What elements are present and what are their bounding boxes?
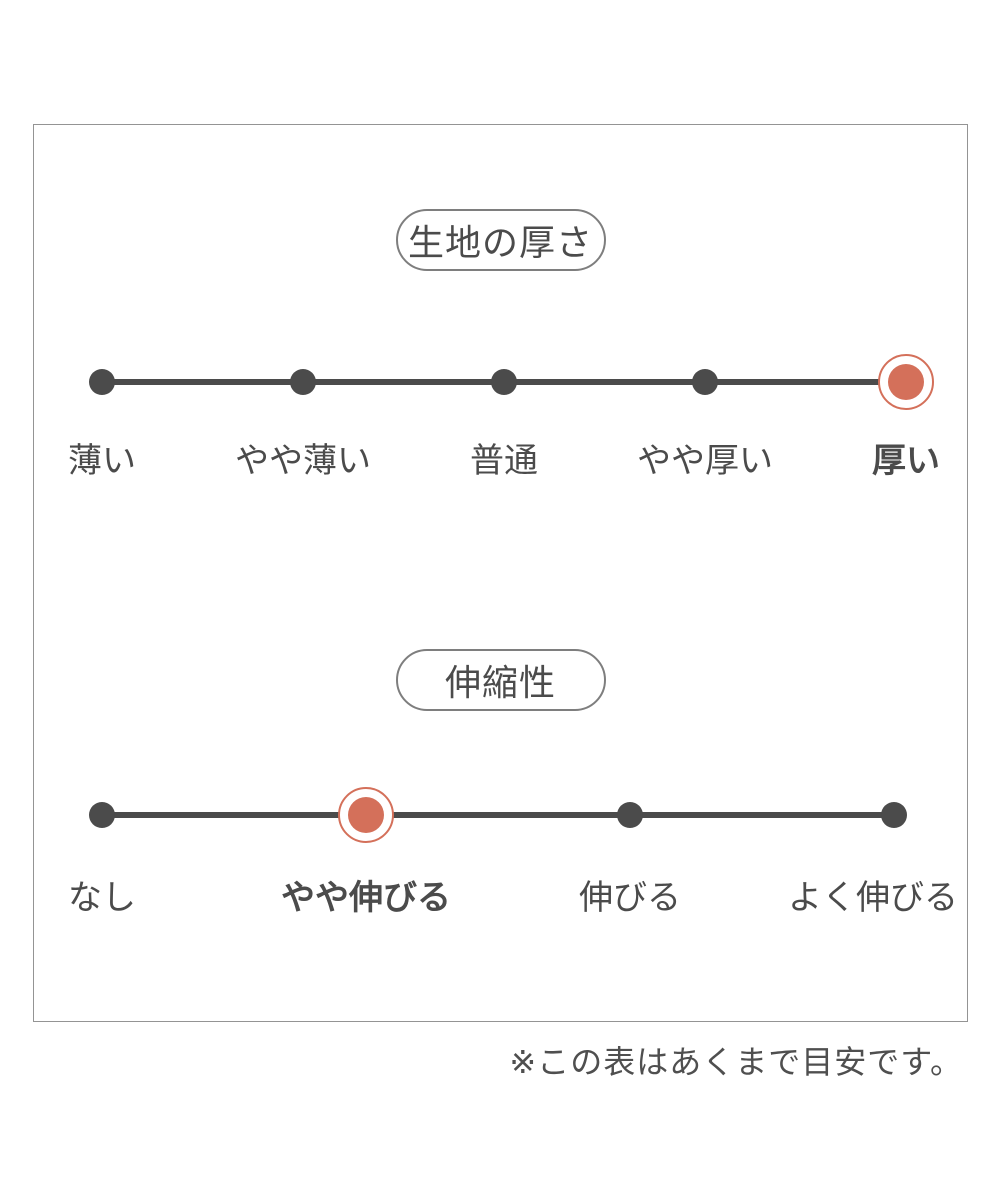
stretchiness-title: 伸縮性 [444,662,556,703]
fabric-thickness-selected-marker [878,354,934,410]
stretchiness-selected-marker [337,787,394,843]
stretchiness-label: やや伸びる [280,879,451,917]
fabric-thickness-dot [692,369,718,395]
fabric-thickness-section: 生地の厚さ 薄い やや薄い 普通 やや厚い 厚い [34,125,967,1021]
fabric-thickness-title: 生地の厚さ [407,222,593,263]
stretchiness-label: なし [68,879,136,917]
stretchiness-label: よく伸びる [788,879,958,917]
fabric-thickness-label: やや厚い [637,442,773,480]
fabric-thickness-dot [491,369,517,395]
scale-line [102,812,894,818]
stretchiness-title-pill: 伸縮性 [395,649,606,711]
stretchiness-labels: なし やや伸びる 伸びる よく伸びる [68,878,958,918]
fabric-thickness-label: やや薄い [235,442,371,480]
stretchiness-dot [89,802,115,828]
fabric-thickness-title-pill: 生地の厚さ [395,209,606,271]
fabric-thickness-dot [290,369,316,395]
stretchiness-dot [616,802,643,828]
stretchiness-label: 伸びる [578,879,681,917]
fabric-thickness-label: 厚い [872,442,940,480]
fabric-thickness-dot [89,369,115,395]
fabric-thickness-labels: 薄い やや薄い 普通 やや厚い 厚い [68,441,940,481]
fabric-thickness-label: 普通 [470,442,538,480]
spec-panel: 生地の厚さ 薄い やや薄い 普通 やや厚い 厚い 伸縮性 なし やや伸びる 伸びる よく伸びる [33,124,968,1022]
stretchiness-dot [881,802,907,828]
stretchiness-section: 伸縮性 なし やや伸びる 伸びる よく伸びる [34,125,967,1021]
fabric-thickness-label: 薄い [68,442,136,480]
disclaimer-note: ※この表はあくまで目安です。 [509,1044,963,1080]
